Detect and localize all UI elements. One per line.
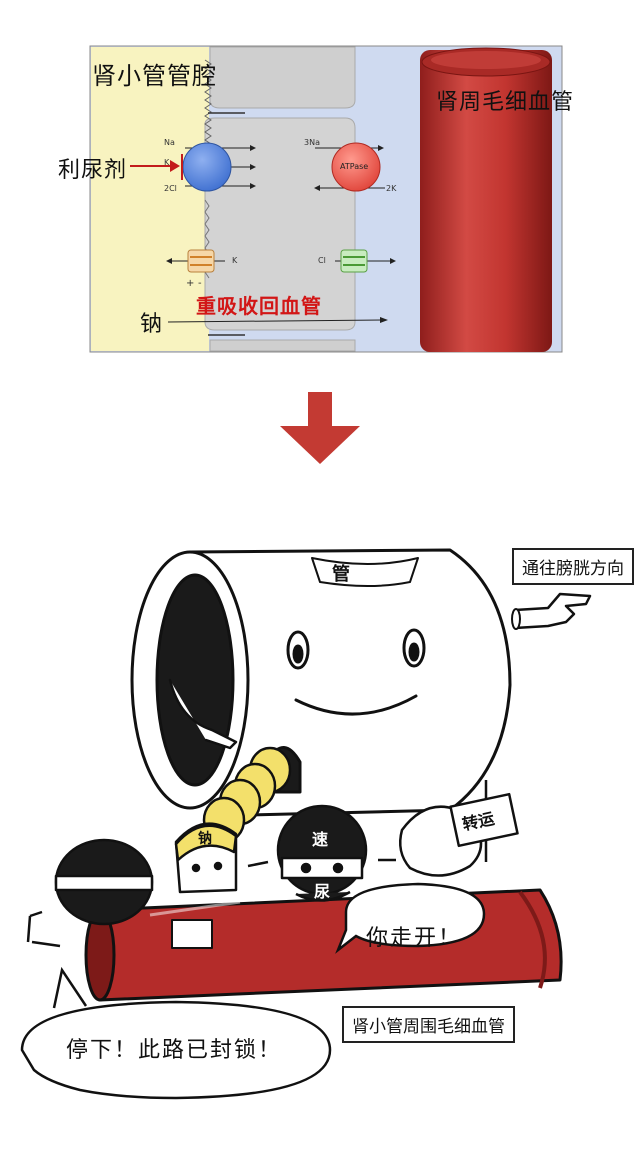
diuretic-label: 利尿剂: [58, 158, 128, 183]
k-label: K: [164, 158, 170, 167]
na3-label: 3Na: [304, 138, 320, 147]
cl-channel-label: Cl: [318, 256, 326, 265]
to-bladder-label: 通往膀胱方向: [512, 548, 634, 585]
cl2-label: 2Cl: [164, 184, 177, 193]
lower-cell: [209, 339, 356, 352]
sodium-char-label: 钠: [198, 831, 212, 847]
diuretic-char-top: 速: [312, 830, 329, 849]
nkcc-cotransporter: [182, 142, 232, 192]
k2-label: 2K: [386, 184, 397, 193]
capillary-vessel: [420, 50, 552, 352]
cartoon-scene: [20, 548, 592, 1100]
tube-tag: 管: [332, 564, 350, 585]
lumen-area: [91, 47, 209, 351]
sodium-label: 钠: [140, 312, 163, 337]
na-label: Na: [164, 138, 175, 147]
k-channel: [187, 249, 215, 273]
capillary-label: 肾周毛细血管: [436, 90, 575, 115]
cl-channel: [340, 249, 368, 273]
speech-stop: 停下！此路已封锁！: [66, 1038, 283, 1063]
minus-sign: -: [198, 278, 202, 289]
k-channel-label: K: [232, 256, 238, 265]
speech-bubble-go-away: [335, 882, 486, 954]
down-arrow-icon: [280, 392, 360, 464]
atpase-pump: [331, 142, 381, 192]
plus-sign: +: [186, 278, 195, 289]
diuretic-char-bottom: 尿: [314, 882, 331, 901]
nephron-diagram-graphic: [89, 45, 563, 353]
speech-go-away: 你走开！: [366, 926, 463, 951]
lumen-label: 肾小管管腔: [92, 62, 217, 90]
capillary-body: [98, 888, 563, 1002]
vessel-label: 肾小管周围毛细血管: [342, 1006, 515, 1043]
reabsorb-label: 重吸收回血管: [196, 294, 322, 318]
middle-cell: [204, 117, 356, 331]
speech-bubble-stop: [20, 1000, 332, 1100]
upper-cell: [209, 46, 356, 109]
atpase-label: ATPase: [340, 162, 369, 171]
